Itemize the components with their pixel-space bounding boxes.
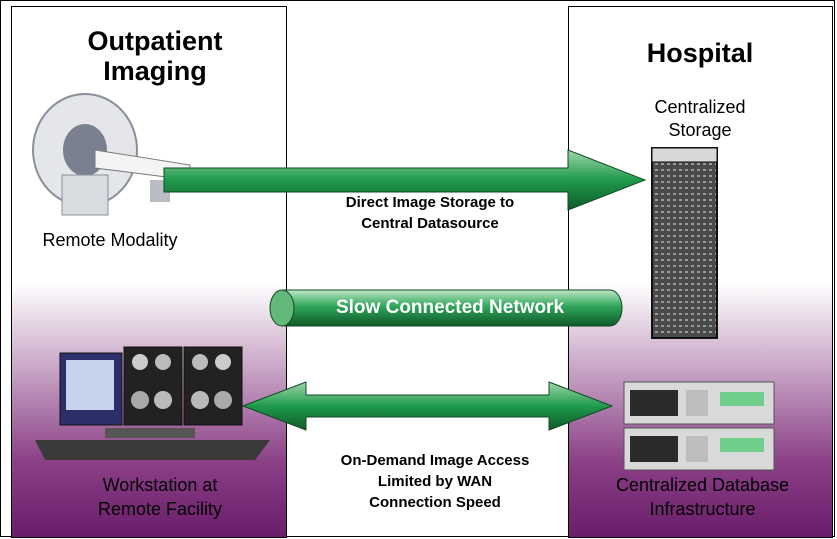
on-demand-arrow [241, 381, 614, 431]
outpatient-title-line2: Imaging [103, 56, 207, 86]
outpatient-title-line1: Outpatient [87, 26, 223, 56]
storage-label-line2: Storage [668, 120, 732, 140]
remote-modality-label: Remote Modality [42, 230, 178, 250]
direct-storage-arrow [163, 149, 647, 211]
network-label: Slow Connected Network [335, 297, 565, 318]
database-servers-icon [623, 381, 775, 471]
on-demand-line2: Limited by WAN [377, 473, 493, 490]
on-demand-line3: Connection Speed [369, 494, 501, 511]
database-label-line2: Infrastructure [649, 499, 756, 519]
direct-storage-line1: Direct Image Storage to [345, 194, 515, 211]
workstation-icon [35, 346, 270, 460]
direct-storage-line2: Central Datasource [361, 215, 499, 232]
on-demand-line1: On-Demand Image Access [340, 452, 530, 469]
workstation-label-line1: Workstation at [102, 475, 218, 495]
storage-rack-icon [651, 147, 718, 339]
ct-scanner-icon [32, 93, 191, 216]
network-pipe-icon [269, 289, 623, 327]
storage-label-line1: Centralized [654, 97, 746, 117]
hospital-title: Hospital [646, 38, 754, 68]
workstation-label-line2: Remote Facility [97, 499, 223, 519]
database-label-line1: Centralized Database [615, 475, 790, 495]
